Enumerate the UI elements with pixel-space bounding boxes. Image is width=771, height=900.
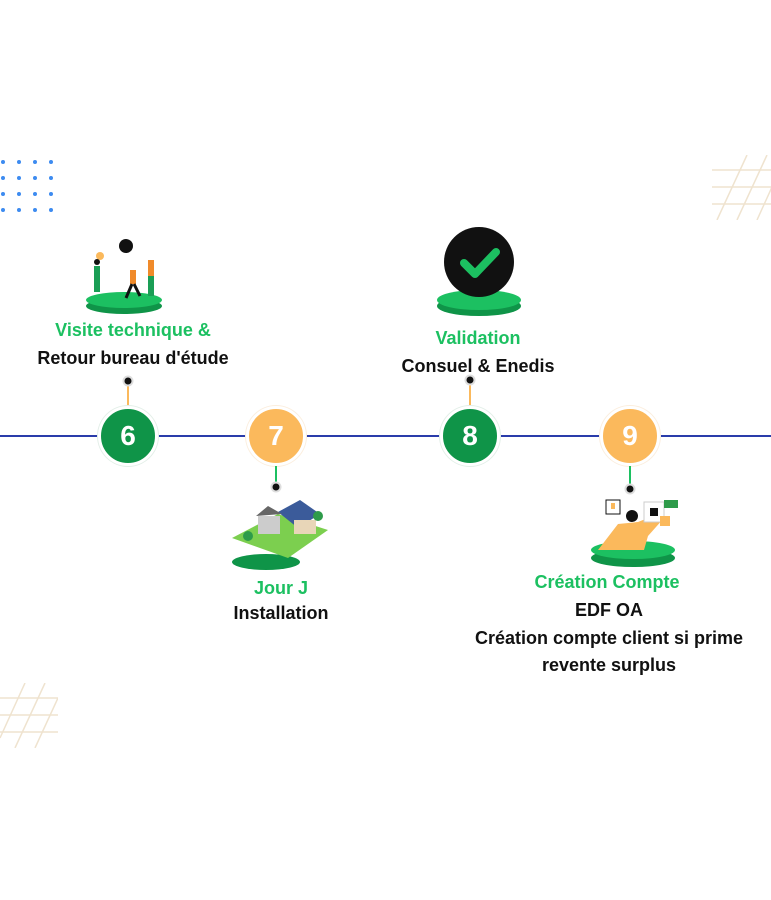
step-6-title: Visite technique &	[55, 320, 211, 340]
step-7-title: Jour J	[253, 578, 309, 598]
hatch-decoration-bottom-left	[0, 683, 58, 748]
step-7-node: 7	[246, 406, 306, 466]
step-7-description: Installation	[233, 603, 329, 623]
step-8-node: 8	[440, 406, 500, 466]
step-9-connector-dot	[624, 483, 636, 495]
step-6-node: 6	[98, 406, 158, 466]
timeline-line	[0, 435, 771, 437]
step-6-connector-dot	[122, 375, 134, 387]
step-9-connector	[629, 466, 631, 488]
step-7-connector-dot	[270, 481, 282, 493]
step-8-connector	[469, 381, 471, 406]
hatch-decoration-top-right	[712, 155, 771, 220]
step-9-description-line-2: revente surplus	[541, 655, 677, 675]
step-8-connector-dot	[464, 374, 476, 386]
dot-grid-decoration	[1, 160, 53, 212]
step-9-description-line-1: Création compte client si prime	[474, 628, 744, 648]
step-9-title: Création Compte	[534, 572, 680, 592]
validation-check-illustration-icon	[437, 227, 521, 316]
account-creation-illustration-icon	[591, 499, 678, 567]
step-8-description: Consuel & Enedis	[401, 356, 555, 376]
step-9-node: 9	[600, 406, 660, 466]
step-6-description: Retour bureau d'étude	[37, 348, 229, 368]
step-6-connector	[127, 382, 129, 406]
step-8-title: Validation	[435, 328, 521, 348]
step-9-subtitle: EDF OA	[574, 600, 644, 620]
step-7-connector	[275, 466, 277, 486]
site-visit-illustration-icon	[86, 239, 162, 314]
house-installation-illustration-icon	[232, 500, 328, 570]
